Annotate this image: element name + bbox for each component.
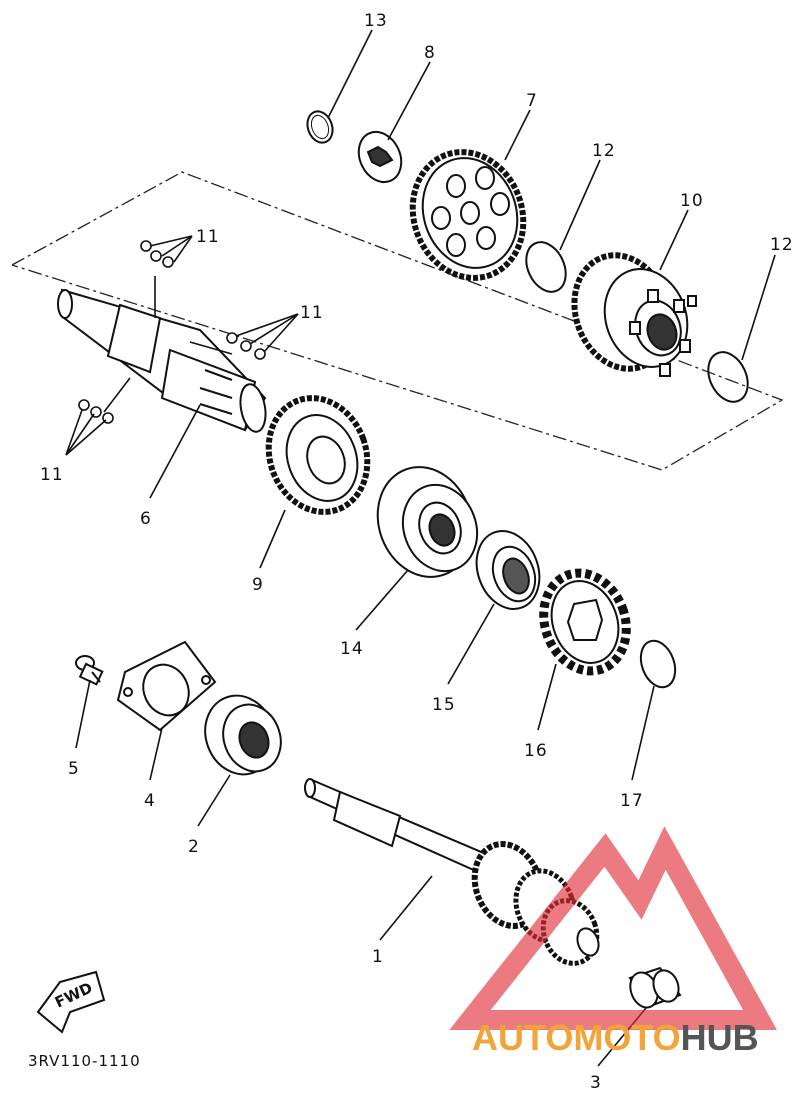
part-3-collar [628, 966, 682, 1009]
callout-12a: 12 [592, 141, 616, 161]
callout-5: 5 [68, 759, 80, 779]
callout-11a: 11 [196, 227, 220, 247]
callout-11c: 11 [40, 465, 64, 485]
callout-14: 14 [340, 639, 364, 659]
callout-2: 2 [188, 837, 200, 857]
leader-lines [65, 29, 776, 1067]
callout-17: 17 [620, 791, 644, 811]
assembly-boundary [11, 171, 784, 471]
callout-10: 10 [680, 191, 704, 211]
part-7-gear [409, 149, 527, 281]
diagram-code: 3RV110-1110 [28, 1052, 141, 1070]
part-16-sprocket [539, 568, 631, 676]
part-5-bolt [75, 655, 104, 686]
callout-15: 15 [432, 695, 456, 715]
callout-3: 3 [590, 1073, 602, 1093]
part-4-plate [116, 640, 217, 732]
callout-11b: 11 [300, 303, 324, 323]
part-1-main-axle [304, 778, 600, 966]
callout-16: 16 [524, 741, 548, 761]
watermark-part1: AUTOMOTO [472, 1017, 681, 1058]
part-17-circlip [639, 639, 677, 689]
callout-4: 4 [144, 791, 156, 811]
part-11-balls-c [78, 399, 114, 424]
callout-8: 8 [424, 43, 436, 63]
part-2-bearing [204, 694, 282, 776]
fwd-arrow-icon: FWD [36, 970, 106, 1034]
watermark-logo-icon [449, 826, 777, 1030]
part-6-shaft [57, 288, 267, 433]
part-8-lock-washer [357, 130, 403, 184]
callout-numbers: 13 8 7 12 10 12 11 11 11 6 9 14 15 16 17… [40, 11, 794, 1093]
part-12-circlip-a [525, 241, 567, 293]
part-14-bearing [376, 466, 479, 578]
part-15-oil-seal [475, 530, 541, 610]
part-13-circlip [306, 110, 334, 144]
part-9-gear [265, 395, 371, 515]
callout-6: 6 [140, 509, 152, 529]
part-10-dog-gear [571, 252, 697, 377]
part-12-circlip-b [707, 351, 749, 403]
callout-13: 13 [364, 11, 388, 31]
callout-12b: 12 [770, 235, 794, 255]
watermark-text: AUTOMOTOHUB [472, 1017, 759, 1058]
watermark-part2: HUB [681, 1017, 759, 1058]
callout-1: 1 [372, 947, 384, 967]
callout-7: 7 [526, 91, 538, 111]
callout-9: 9 [252, 575, 264, 595]
part-11-balls-b [226, 332, 266, 360]
